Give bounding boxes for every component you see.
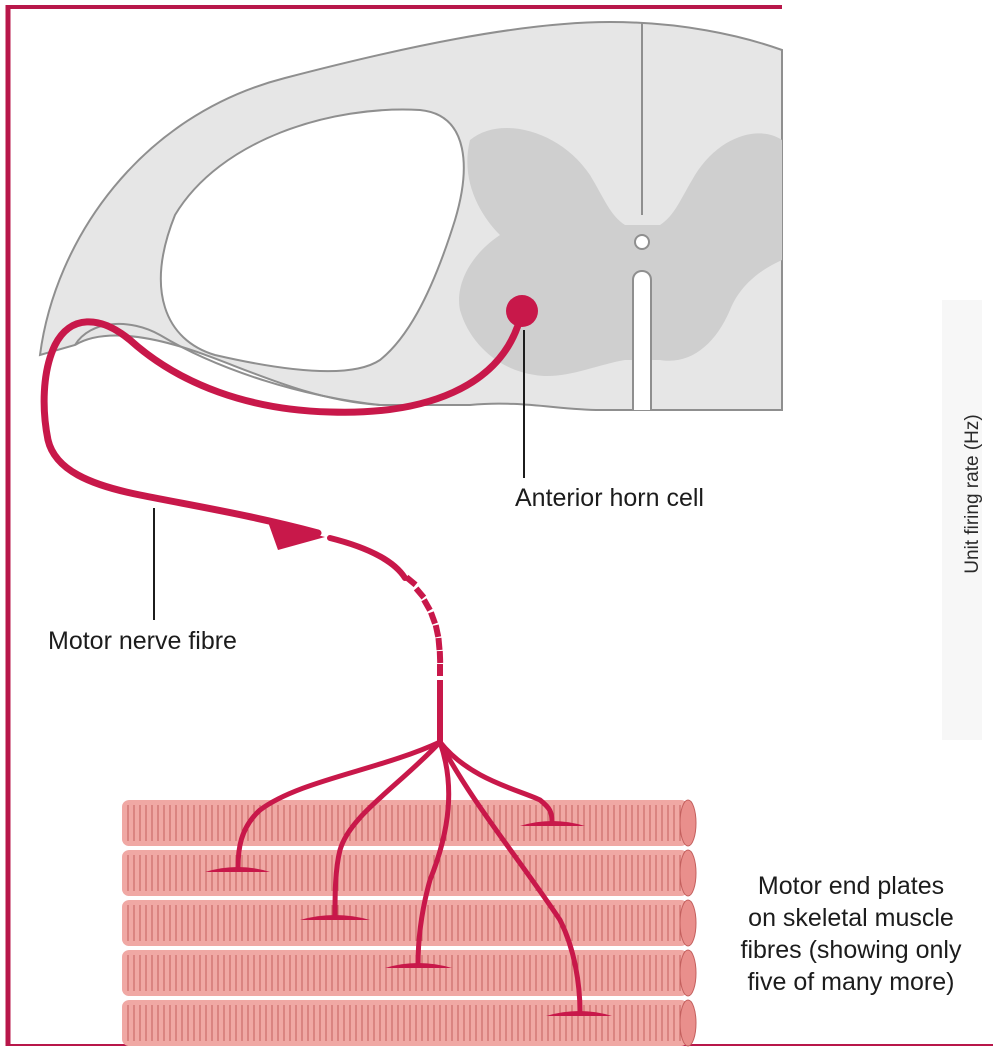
skeletal-muscle-fibres <box>122 800 696 1046</box>
spinal-cord-section <box>40 22 782 410</box>
muscle-fibre <box>122 900 696 946</box>
muscle-fibre <box>122 950 696 996</box>
myelin-segments <box>404 575 443 676</box>
end-plates-line-2: on skeletal muscle <box>726 902 976 934</box>
muscle-fibre <box>122 800 696 846</box>
end-plates-line-1: Motor end plates <box>726 870 976 902</box>
muscle-fibre <box>122 1000 696 1046</box>
unit-firing-rate-axis-label: Unit firing rate (Hz) <box>957 379 989 609</box>
anterior-horn-cell-label: Anterior horn cell <box>515 482 704 514</box>
motor-axon-distal <box>330 538 405 578</box>
end-plates-line-4: five of many more) <box>726 966 976 998</box>
motor-nerve-fibre-label: Motor nerve fibre <box>48 625 237 657</box>
end-plates-line-3: fibres (showing only <box>726 934 976 966</box>
motor-end-plates-label: Motor end plates on skeletal muscle fibr… <box>726 870 976 998</box>
muscle-fibre <box>122 850 696 896</box>
central-canal <box>635 235 649 249</box>
ventral-median-fissure <box>633 271 651 410</box>
